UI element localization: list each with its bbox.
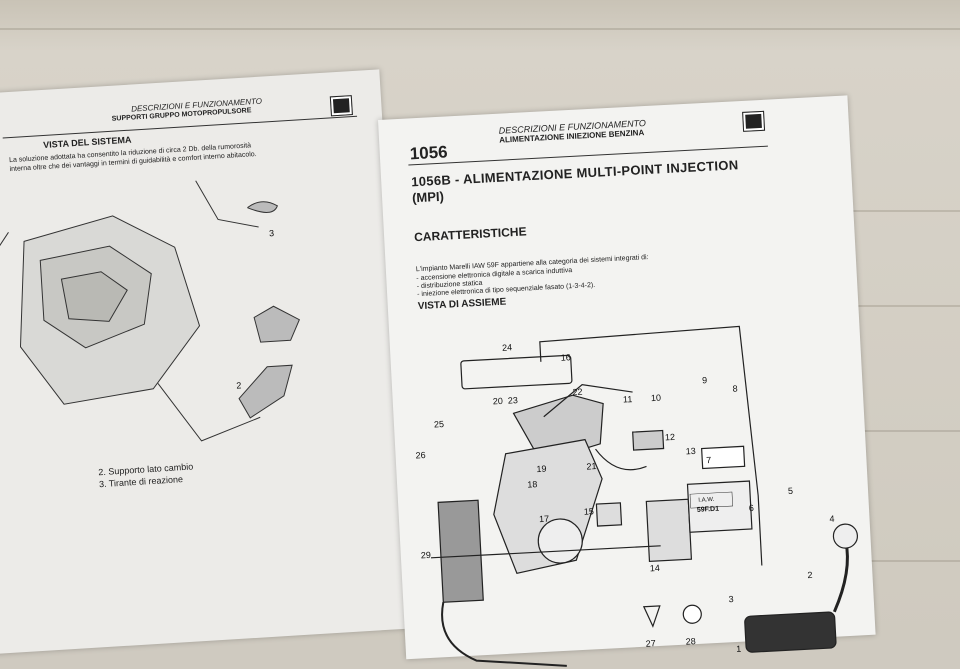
callout-2: 2: [807, 570, 813, 580]
callout-13: 13: [686, 446, 697, 457]
callout-10: 10: [651, 393, 662, 404]
callout-26: 26: [415, 450, 426, 461]
callout-21: 21: [586, 461, 597, 472]
callout-16: 16: [560, 352, 571, 363]
ecu-label-line2: 59F.D1: [697, 506, 720, 514]
callout-7: 7: [706, 455, 712, 465]
callout-18: 18: [527, 479, 538, 490]
callout-12: 12: [665, 432, 676, 443]
fiat-logo-icon: [742, 110, 766, 132]
callout-25: 25: [434, 419, 445, 430]
features-heading: CARATTERISTICHE: [413, 224, 527, 245]
mpi-system-diagram: I.A.W. 59F.D1 24 16 20 23 22 25 11 10 9 …: [415, 325, 859, 667]
callout-5: 5: [788, 486, 794, 496]
callout-15: 15: [584, 506, 595, 517]
callout-22: 22: [572, 387, 583, 398]
callout-23: 23: [508, 395, 519, 406]
engine-mount-illustration: 3 2: [0, 180, 300, 442]
callout-11: 11: [623, 394, 633, 404]
callout-14: 14: [650, 563, 661, 574]
callout-9: 9: [702, 375, 708, 385]
right-manual-page: DESCRIZIONI E FUNZIONAMENTO ALIMENTAZION…: [378, 95, 876, 667]
callout-24: 24: [502, 342, 513, 353]
callout-1: 1: [736, 644, 742, 654]
left-callout-2: 2: [236, 380, 242, 390]
left-manual-page: DESCRIZIONI E FUNZIONAMENTO SUPPORTI GRU…: [0, 69, 414, 654]
callout-4: 4: [829, 514, 835, 524]
assembly-heading: VISTA DI ASSIEME: [417, 296, 507, 313]
callout-20: 20: [493, 396, 504, 407]
page-number: 1056: [409, 142, 449, 164]
callout-17: 17: [539, 514, 550, 525]
left-callout-3: 3: [269, 228, 275, 238]
callout-6: 6: [749, 503, 755, 513]
callout-3: 3: [728, 594, 734, 604]
callout-28: 28: [685, 636, 696, 647]
callout-29: 29: [421, 550, 432, 561]
callout-19: 19: [536, 464, 547, 475]
section-title-line2: (MPI): [411, 188, 445, 206]
callout-8: 8: [732, 384, 738, 394]
ecu-label-line1: I.A.W.: [698, 497, 715, 504]
